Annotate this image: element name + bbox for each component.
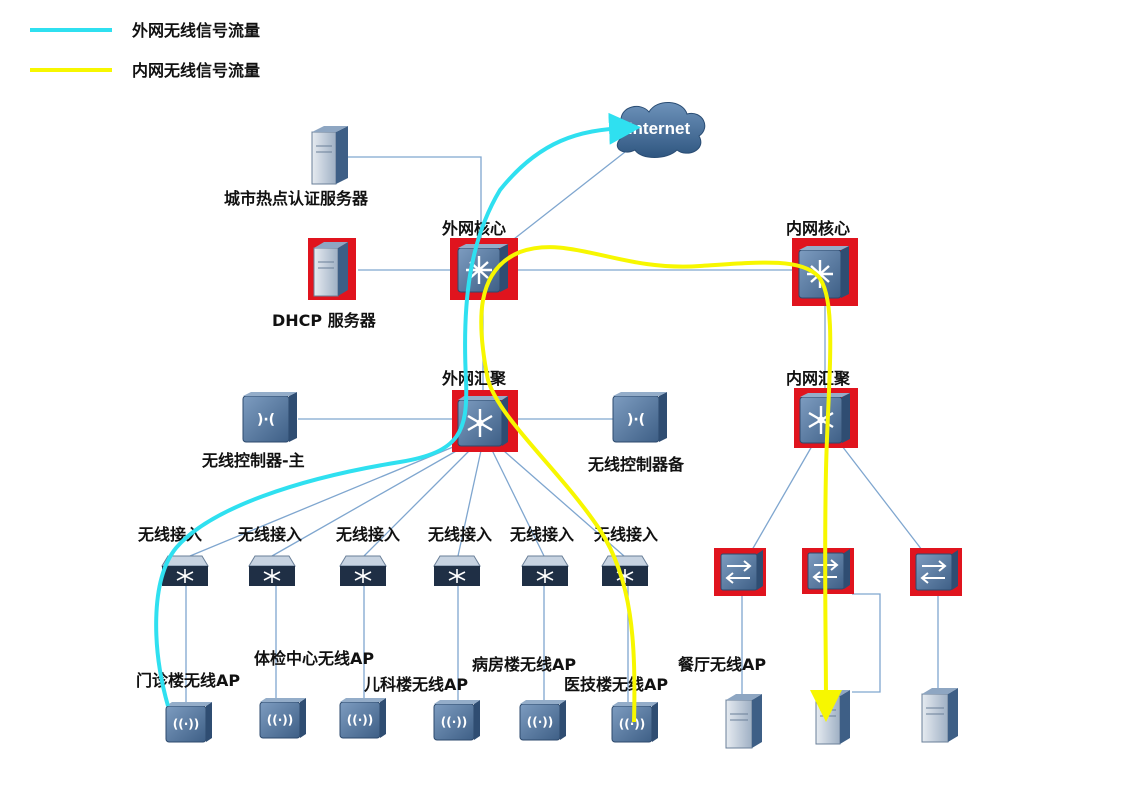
inner-core-label: 内网核心 (786, 219, 850, 238)
access-switch-label-5: 无线接入 (509, 525, 574, 544)
link-agg-acc-3 (363, 443, 477, 557)
svg-text:)·(: )·( (257, 412, 275, 428)
auth-server-icon[interactable] (311, 126, 348, 185)
inner-server-icon-3[interactable] (921, 688, 958, 743)
link-agg-acc-5 (489, 445, 545, 557)
outer-core-router-icon[interactable] (457, 244, 508, 293)
access-switch-icon-5[interactable] (521, 555, 569, 586)
inner-server-icon-1[interactable] (725, 694, 762, 749)
access-switch-label-4: 无线接入 (427, 525, 492, 544)
access-switch-label-3: 无线接入 (335, 525, 400, 544)
inner-core-router-icon[interactable] (798, 246, 849, 299)
access-switches (161, 555, 649, 586)
link-inner-agg-acc-3 (841, 445, 923, 551)
wireless-ap-icon-5[interactable]: ((·)) (519, 700, 566, 741)
network-links (185, 151, 939, 706)
ap-label-pediatric: 儿科楼无线AP (363, 675, 468, 694)
wireless-ap-icon-2[interactable]: ((·)) (259, 698, 306, 739)
svg-text:((·)): ((·)) (173, 717, 200, 731)
svg-text:((·)): ((·)) (619, 717, 646, 731)
link-auth-core (348, 156, 482, 242)
wireless-controller-main-label: 无线控制器-主 (201, 451, 305, 470)
ap-label-canteen: 餐厅无线AP (677, 655, 766, 674)
auth-server-label: 城市热点认证服务器 (224, 189, 369, 208)
internet-label: Internet (628, 119, 691, 138)
access-switch-label-2: 无线接入 (237, 525, 302, 544)
access-switch-icon-3[interactable] (339, 555, 387, 586)
legend-outer-label: 外网无线信号流量 (131, 21, 260, 40)
access-switch-icon-4[interactable] (433, 555, 481, 586)
svg-text:((·)): ((·)) (347, 713, 374, 727)
ap-label-physical: 体检中心无线AP (254, 649, 374, 668)
inner-server-icon-2[interactable] (815, 690, 850, 745)
ap-label-medtech: 医技楼无线AP (564, 675, 668, 694)
svg-text:)·(: )·( (627, 412, 645, 428)
ap-icons: ((·)) ((·)) ((·)) ((·)) ((·)) ((·)) (165, 698, 658, 743)
svg-text:((·)): ((·)) (441, 715, 468, 729)
link-agg-acc-4 (457, 445, 483, 557)
outer-core-label: 外网核心 (441, 219, 506, 238)
outer-traffic-flow (154, 112, 641, 707)
dhcp-server-label: DHCP 服务器 (272, 311, 377, 330)
wireless-ap-icon-3[interactable]: ((·)) (339, 698, 386, 739)
link-inner-acc-srv-2 (852, 593, 881, 693)
wireless-ap-icon-4[interactable]: ((·)) (433, 700, 480, 741)
outer-agg-label: 外网汇聚 (441, 369, 507, 388)
link-inner-agg-acc-1 (751, 445, 813, 551)
access-switch-label-6: 无线接入 (593, 525, 658, 544)
access-switch-icon-1[interactable] (161, 555, 209, 586)
ap-label-ward: 病房楼无线AP (472, 655, 576, 674)
legend-inner-label: 内网无线信号流量 (132, 61, 260, 80)
access-switch-icon-2[interactable] (248, 555, 296, 586)
inner-traffic-flow (479, 245, 842, 723)
inner-access-switch-3[interactable] (910, 548, 962, 596)
access-switch-icon-6[interactable] (601, 555, 649, 586)
wireless-controller-main-icon[interactable]: )·( (242, 392, 297, 443)
outer-agg-switch-icon[interactable] (457, 396, 508, 447)
inner-access-switch-1[interactable] (714, 548, 766, 596)
svg-text:((·)): ((·)) (267, 713, 294, 727)
ap-label-clinic: 门诊楼无线AP (136, 671, 240, 690)
legend: 外网无线信号流量 内网无线信号流量 (30, 21, 260, 80)
link-agg-acc-2 (271, 441, 473, 557)
inner-agg-label: 内网汇聚 (786, 369, 851, 388)
wireless-controller-backup-label: 无线控制器备 (587, 455, 685, 474)
wireless-ap-icon-1[interactable]: ((·)) (165, 702, 212, 743)
wireless-controller-backup-icon[interactable]: )·( (612, 392, 667, 443)
svg-text:((·)): ((·)) (527, 715, 554, 729)
link-agg-acc-1 (189, 439, 471, 557)
inner-access-switch-2[interactable] (802, 548, 854, 594)
dhcp-server-icon[interactable] (313, 242, 348, 297)
link-core-internet (499, 151, 626, 251)
inner-agg-switch-icon[interactable] (799, 393, 850, 444)
wireless-ap-icon-6[interactable]: ((·)) (611, 702, 658, 743)
